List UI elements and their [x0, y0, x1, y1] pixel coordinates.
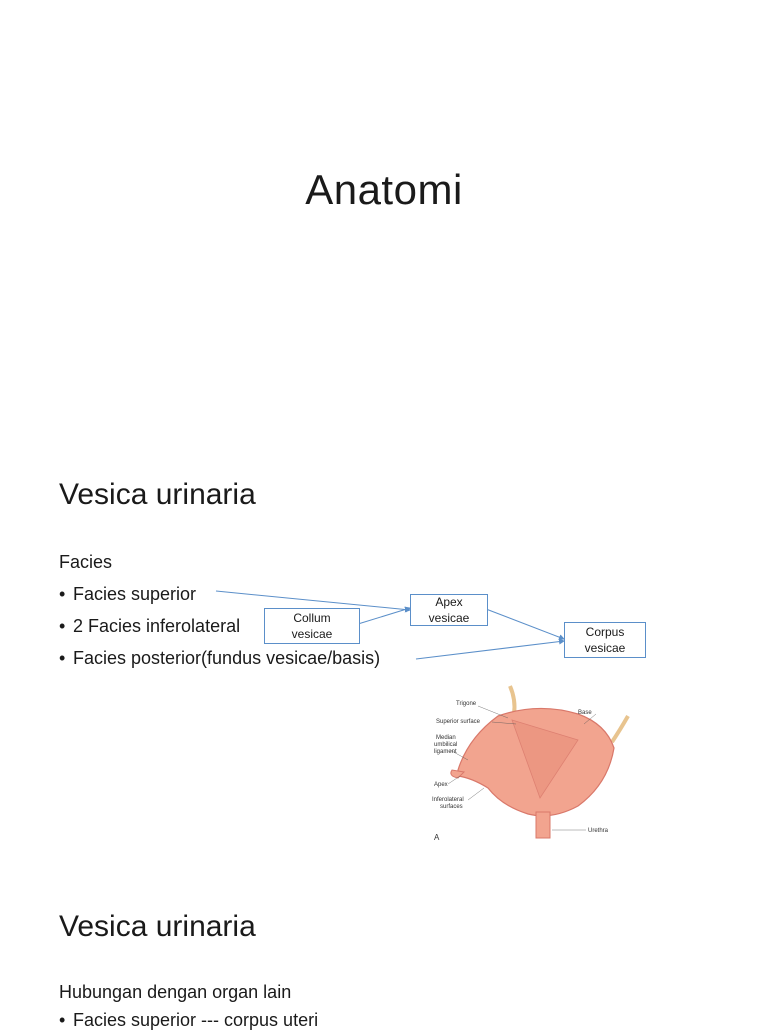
- label-inferolateral-2: surfaces: [440, 804, 463, 810]
- corpus-vesicae-box: Corpus vesicae: [564, 622, 646, 658]
- left-ureter: [508, 685, 517, 715]
- bullet-item: • Facies posterior(fundus vesicae/basis): [59, 648, 380, 669]
- box-line: Collum: [293, 611, 331, 625]
- collum-vesicae-box: Collum vesicae: [264, 608, 360, 644]
- box-line: vesicae: [291, 627, 333, 641]
- section-heading: Vesica urinaria: [59, 478, 256, 511]
- bullet-text: Facies superior: [73, 584, 197, 604]
- box-line: Apex: [435, 595, 463, 609]
- bullet-text: 2 Facies inferolateral: [73, 616, 241, 636]
- label-urethra: Urethra: [588, 828, 609, 834]
- label-base: Base: [578, 710, 592, 716]
- bullet-item: • Facies superior: [59, 584, 196, 605]
- box-line: vesicae: [428, 611, 470, 625]
- arrow-posterior-to-corpus: [415, 638, 565, 660]
- arrow-collum-to-apex: [357, 606, 411, 625]
- label-inferolateral-1: Inferolateral: [432, 797, 464, 803]
- label-median-1: Median: [436, 735, 456, 741]
- label-median-3: ligament: [434, 749, 457, 755]
- apex-vesicae-box: Apex vesicae: [410, 594, 488, 626]
- bullet-item: • 2 Facies inferolateral: [59, 616, 240, 637]
- bullet-glyph: •: [59, 1010, 66, 1030]
- label-panel: A: [434, 833, 440, 842]
- bullet-glyph: •: [59, 648, 66, 668]
- label-trigone: Trigone: [456, 701, 477, 707]
- urethra-tube: [535, 811, 551, 839]
- relations-intro: Hubungan dengan organ lain: [59, 982, 292, 1002]
- slide-title: Anatomi: [305, 166, 463, 213]
- bladder-anatomy-figure: Trigone Superior surface Median umbilica…: [432, 685, 630, 842]
- label-median-2: umbilical: [434, 742, 457, 748]
- apex-tip: [450, 769, 466, 779]
- right-ureter: [610, 715, 630, 744]
- label-superior-surface: Superior surface: [436, 719, 481, 725]
- label-apex: Apex: [434, 782, 448, 788]
- bullet-text: Facies superior --- corpus uteri: [73, 1010, 319, 1030]
- section-heading: Vesica urinaria: [59, 910, 256, 943]
- bullet-text: Facies posterior(fundus vesicae/basis): [73, 648, 381, 668]
- bullet-glyph: •: [59, 584, 66, 604]
- bullet-item: • Facies superior --- corpus uteri: [59, 1010, 318, 1031]
- trigone-shape: [511, 719, 579, 799]
- arrow-apex-to-corpus: [485, 608, 565, 641]
- box-line: Corpus: [585, 625, 625, 639]
- box-line: vesicae: [584, 641, 626, 655]
- facies-label: Facies: [59, 552, 113, 572]
- bullet-glyph: •: [59, 616, 66, 636]
